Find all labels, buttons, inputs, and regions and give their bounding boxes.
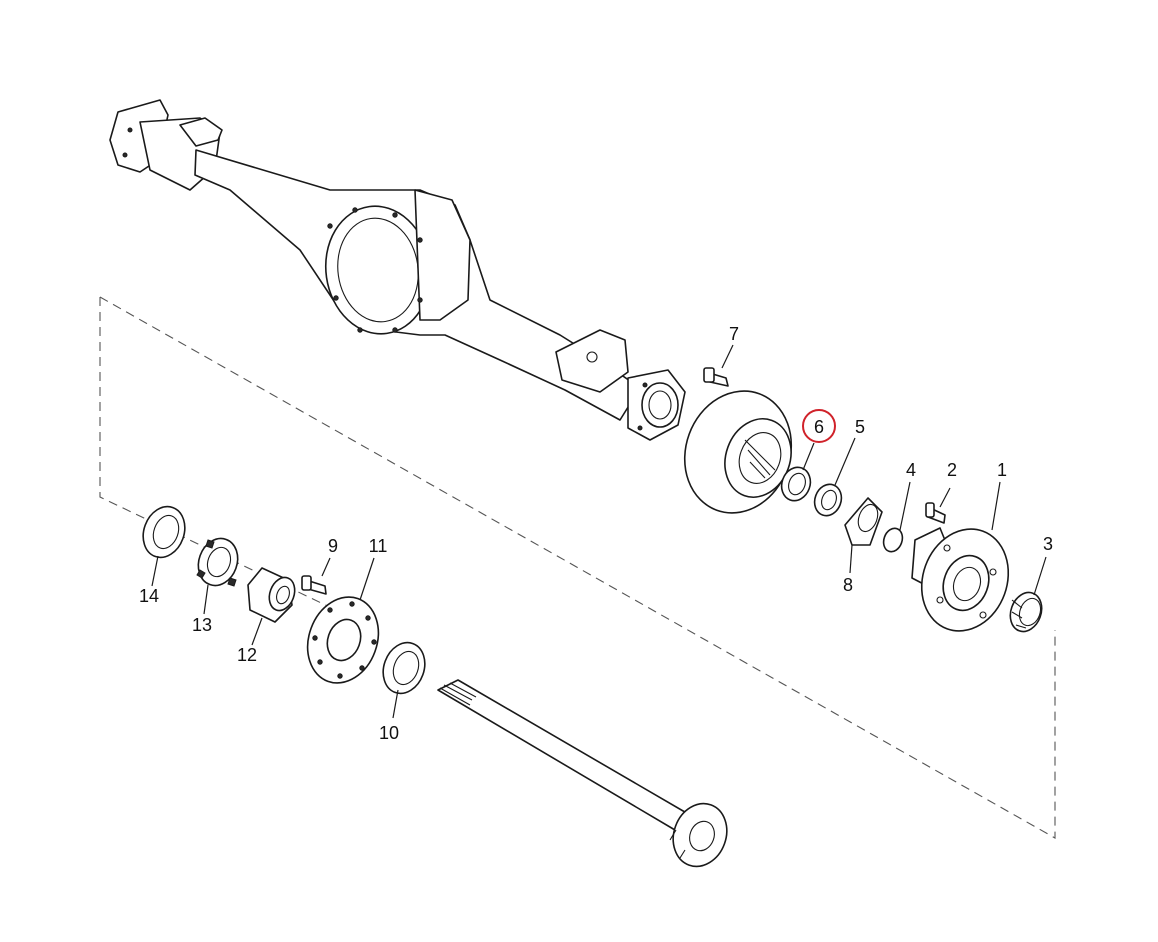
seal-part-10[interactable] xyxy=(376,637,431,700)
callout-labels: 1 2 3 4 5 6 7 8 9 10 11 12 13 14 xyxy=(139,324,1053,743)
callout-4[interactable]: 4 xyxy=(906,460,916,480)
wheel-hub-part-1[interactable] xyxy=(908,517,1023,643)
bolt-part-2[interactable] xyxy=(925,502,946,524)
callout-10[interactable]: 10 xyxy=(379,723,399,743)
bearing-ring-part-5[interactable] xyxy=(810,481,845,520)
wheel-stud-part-7[interactable] xyxy=(703,367,729,387)
bolt-part-9[interactable] xyxy=(301,575,327,595)
axle-shaft[interactable] xyxy=(437,679,735,874)
callout-14[interactable]: 14 xyxy=(139,586,159,606)
seal-part-6[interactable] xyxy=(777,463,815,505)
callout-11[interactable]: 11 xyxy=(369,536,388,556)
callout-12[interactable]: 12 xyxy=(237,645,257,665)
brake-drum[interactable] xyxy=(668,376,808,528)
callout-6[interactable]: 6 xyxy=(814,417,824,437)
callout-2[interactable]: 2 xyxy=(947,460,957,480)
axle-housing[interactable] xyxy=(109,99,686,441)
bearing-cup-part-3[interactable] xyxy=(1005,588,1047,636)
callout-1[interactable]: 1 xyxy=(997,460,1007,480)
callout-3[interactable]: 3 xyxy=(1043,534,1053,554)
callout-leader-lines xyxy=(151,344,1047,719)
seal-part-14[interactable] xyxy=(136,501,191,564)
spacer-part-12[interactable] xyxy=(247,567,299,623)
callout-8[interactable]: 8 xyxy=(843,575,853,595)
tapered-bearing-part-8[interactable] xyxy=(844,497,883,546)
lock-nut-part-13[interactable] xyxy=(192,533,244,591)
callout-7[interactable]: 7 xyxy=(729,324,739,344)
callout-9[interactable]: 9 xyxy=(328,536,338,556)
snap-ring-part-4[interactable] xyxy=(880,526,905,555)
callout-highlight-circle xyxy=(802,409,836,443)
callout-5[interactable]: 5 xyxy=(855,417,865,437)
callout-13[interactable]: 13 xyxy=(192,615,212,635)
flange-plate-part-11[interactable] xyxy=(296,587,390,693)
